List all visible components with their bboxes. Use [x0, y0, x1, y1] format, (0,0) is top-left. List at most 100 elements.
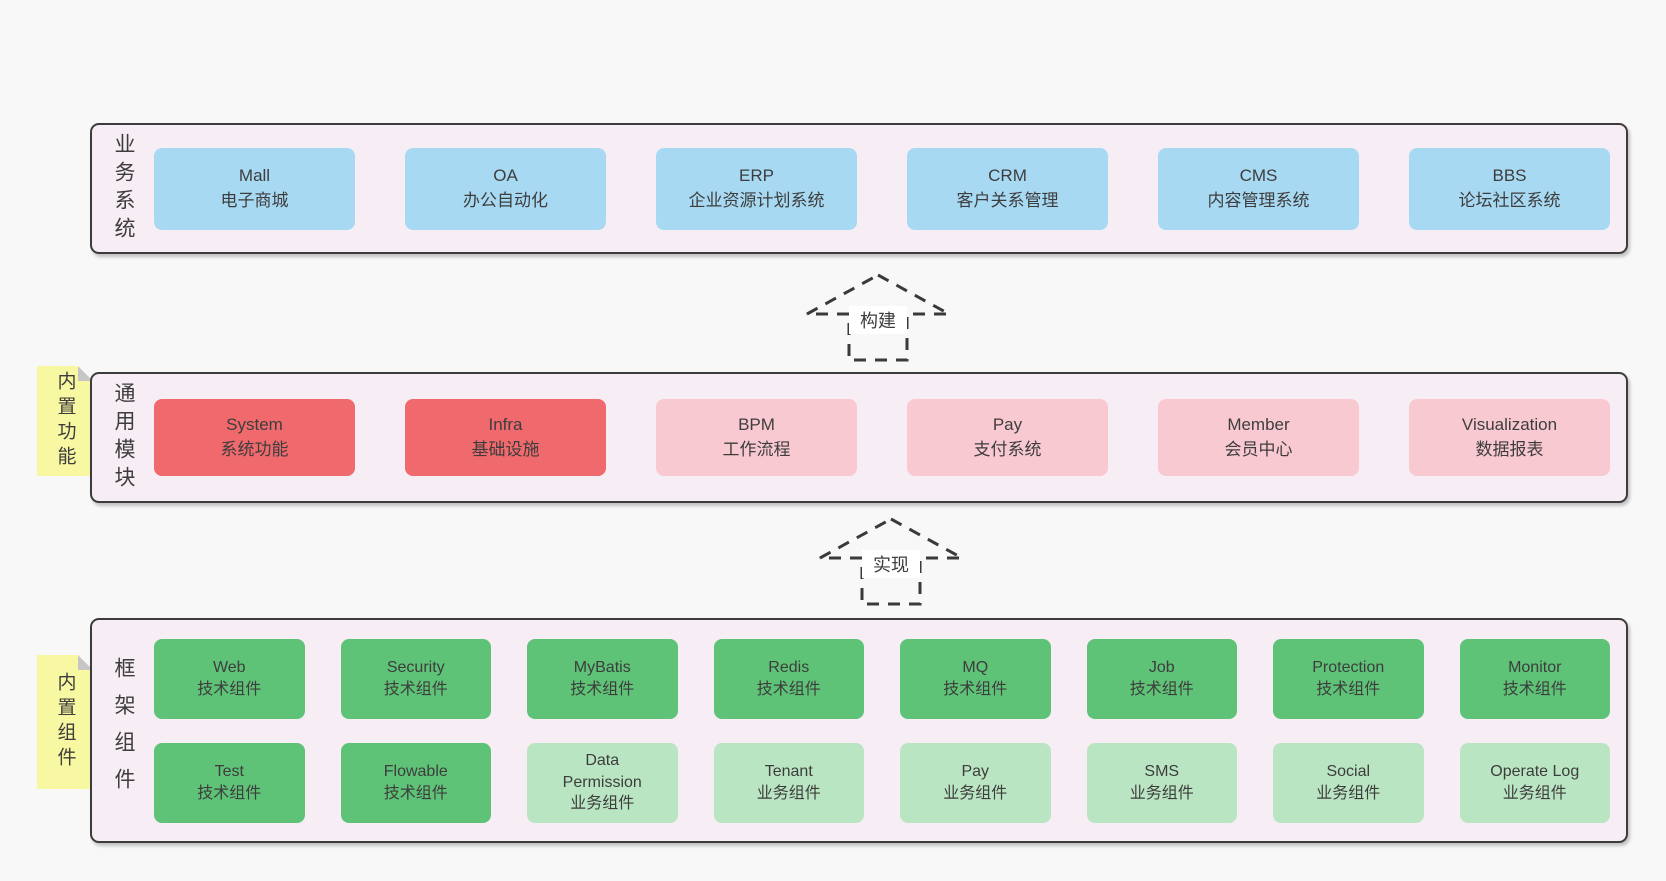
- node-title: Data Permission: [562, 752, 642, 791]
- node-title: Mall: [238, 165, 271, 185]
- node-subtitle: 业务组件: [943, 784, 1008, 802]
- node-title: Monitor: [1508, 658, 1562, 676]
- node-subtitle: 技术组件: [943, 680, 1008, 698]
- sticky-note-builtin-features-text: 内置功能: [54, 371, 76, 471]
- sticky-note-builtin-features: 内置功能: [37, 366, 93, 476]
- node-title: Visualization: [1461, 414, 1558, 434]
- node-pay-biz: Pay 业务组件: [900, 742, 1051, 823]
- node-subtitle: 业务组件: [1316, 784, 1381, 802]
- node-monitor: Monitor 技术组件: [1459, 638, 1610, 719]
- node-title: Test: [214, 762, 244, 780]
- arrow-implement-label-bg: [862, 550, 920, 578]
- node-data-permission: Data Permission 业务组件: [527, 742, 678, 823]
- node-mall: Mall 电子商城: [154, 147, 355, 230]
- node-title: Job: [1148, 658, 1175, 676]
- layer-components-side-label: 框架组件: [112, 656, 135, 805]
- node-title: Protection: [1312, 658, 1385, 676]
- arrow-build-label: 构建: [860, 311, 896, 331]
- node-title: BBS: [1492, 165, 1527, 185]
- sticky-note-builtin-components: 内置组件: [37, 655, 93, 789]
- node-title: Operate Log: [1490, 762, 1580, 780]
- node-subtitle: 系统功能: [220, 439, 289, 459]
- layer-framework-components: 框架组件 Web 技术组件 Security 技术组件 MyBatis 技术组件…: [90, 618, 1628, 843]
- node-title: Flowable: [383, 762, 448, 780]
- node-subtitle: 技术组件: [1129, 680, 1194, 698]
- business-boxes-grid: Mall 电子商城 OA 办公自动化 ERP 企业资源计划系统 CRM 客户关系…: [154, 125, 1626, 252]
- node-subtitle: 业务组件: [756, 784, 821, 802]
- node-security: Security 技术组件: [340, 638, 491, 719]
- components-boxes-grid: Web 技术组件 Security 技术组件 MyBatis 技术组件 Redi…: [154, 620, 1626, 841]
- node-title: Pay: [992, 414, 1023, 434]
- node-subtitle: 技术组件: [756, 680, 821, 698]
- node-title: Social: [1326, 762, 1371, 780]
- sticky-note-builtin-components-text: 内置组件: [54, 672, 76, 772]
- layer-modules-side-label-col: 通用模块: [92, 374, 154, 501]
- arrow-build-label-bg: [849, 306, 907, 334]
- node-subtitle: 企业资源计划系统: [688, 190, 825, 210]
- node-social: Social 业务组件: [1273, 742, 1424, 823]
- node-subtitle: 技术组件: [570, 680, 635, 698]
- node-infra: Infra 基础设施: [405, 399, 606, 476]
- node-subtitle: 业务组件: [1129, 784, 1194, 802]
- node-title: ERP: [739, 165, 774, 185]
- node-subtitle: 业务组件: [570, 795, 635, 813]
- node-job: Job 技术组件: [1086, 638, 1237, 719]
- node-subtitle: 客户关系管理: [956, 190, 1059, 210]
- node-title: SMS: [1144, 762, 1180, 780]
- node-title: Infra: [488, 414, 523, 434]
- node-title: MQ: [962, 658, 989, 676]
- node-title: Redis: [768, 658, 810, 676]
- node-title: OA: [493, 165, 518, 185]
- node-web: Web 技术组件: [154, 638, 305, 719]
- node-subtitle: 内容管理系统: [1207, 190, 1310, 210]
- layer-common-modules: 通用模块 System 系统功能 Infra 基础设施 BPM 工作流程 Pay…: [90, 372, 1628, 503]
- node-subtitle: 数据报表: [1475, 439, 1544, 459]
- arrow-implement-label: 实现: [873, 555, 909, 575]
- node-erp: ERP 企业资源计划系统: [656, 147, 857, 230]
- node-subtitle: 技术组件: [383, 784, 448, 802]
- node-title: Security: [386, 658, 445, 676]
- layer-business-side-label: 业务系统: [112, 132, 135, 245]
- node-subtitle: 技术组件: [197, 784, 262, 802]
- node-oa: OA 办公自动化: [405, 147, 606, 230]
- node-cms: CMS 内容管理系统: [1158, 147, 1359, 230]
- node-subtitle: 支付系统: [973, 439, 1042, 459]
- node-title: CMS: [1239, 165, 1278, 185]
- node-subtitle: 基础设施: [471, 439, 540, 459]
- node-redis: Redis 技术组件: [713, 638, 864, 719]
- node-title: System: [226, 414, 283, 434]
- node-subtitle: 技术组件: [1316, 680, 1381, 698]
- node-title: Pay: [961, 762, 990, 780]
- layer-business-side-label-col: 业务系统: [92, 125, 154, 252]
- layer-modules-side-label: 通用模块: [112, 381, 135, 494]
- node-subtitle: 办公自动化: [463, 190, 548, 210]
- node-mybatis: MyBatis 技术组件: [527, 638, 678, 719]
- modules-boxes-grid: System 系统功能 Infra 基础设施 BPM 工作流程 Pay 支付系统…: [154, 374, 1626, 501]
- node-visualization: Visualization 数据报表: [1409, 399, 1610, 476]
- arrow-build: 构建: [806, 273, 950, 362]
- node-subtitle: 技术组件: [197, 680, 262, 698]
- arrow-implement: 实现: [819, 517, 963, 606]
- node-subtitle: 电子商城: [220, 190, 289, 210]
- node-test: Test 技术组件: [154, 742, 305, 823]
- node-member: Member 会员中心: [1158, 399, 1359, 476]
- node-subtitle: 技术组件: [1502, 680, 1567, 698]
- node-flowable: Flowable 技术组件: [340, 742, 491, 823]
- node-subtitle: 技术组件: [383, 680, 448, 698]
- node-operate-log: Operate Log 业务组件: [1459, 742, 1610, 823]
- node-system: System 系统功能: [154, 399, 355, 476]
- layer-business-systems: 业务系统 Mall 电子商城 OA 办公自动化 ERP 企业资源计划系统 CRM…: [90, 123, 1628, 254]
- node-subtitle: 业务组件: [1502, 784, 1567, 802]
- node-subtitle: 论坛社区系统: [1458, 190, 1561, 210]
- node-pay: Pay 支付系统: [907, 399, 1108, 476]
- node-title: BPM: [738, 414, 775, 434]
- layer-components-side-label-col: 框架组件: [92, 620, 154, 841]
- node-title: CRM: [988, 165, 1027, 185]
- node-title: Member: [1227, 414, 1290, 434]
- node-title: Tenant: [764, 762, 813, 780]
- node-crm: CRM 客户关系管理: [907, 147, 1108, 230]
- node-protection: Protection 技术组件: [1273, 638, 1424, 719]
- node-sms: SMS 业务组件: [1086, 742, 1237, 823]
- node-subtitle: 工作流程: [722, 439, 791, 459]
- node-bpm: BPM 工作流程: [656, 399, 857, 476]
